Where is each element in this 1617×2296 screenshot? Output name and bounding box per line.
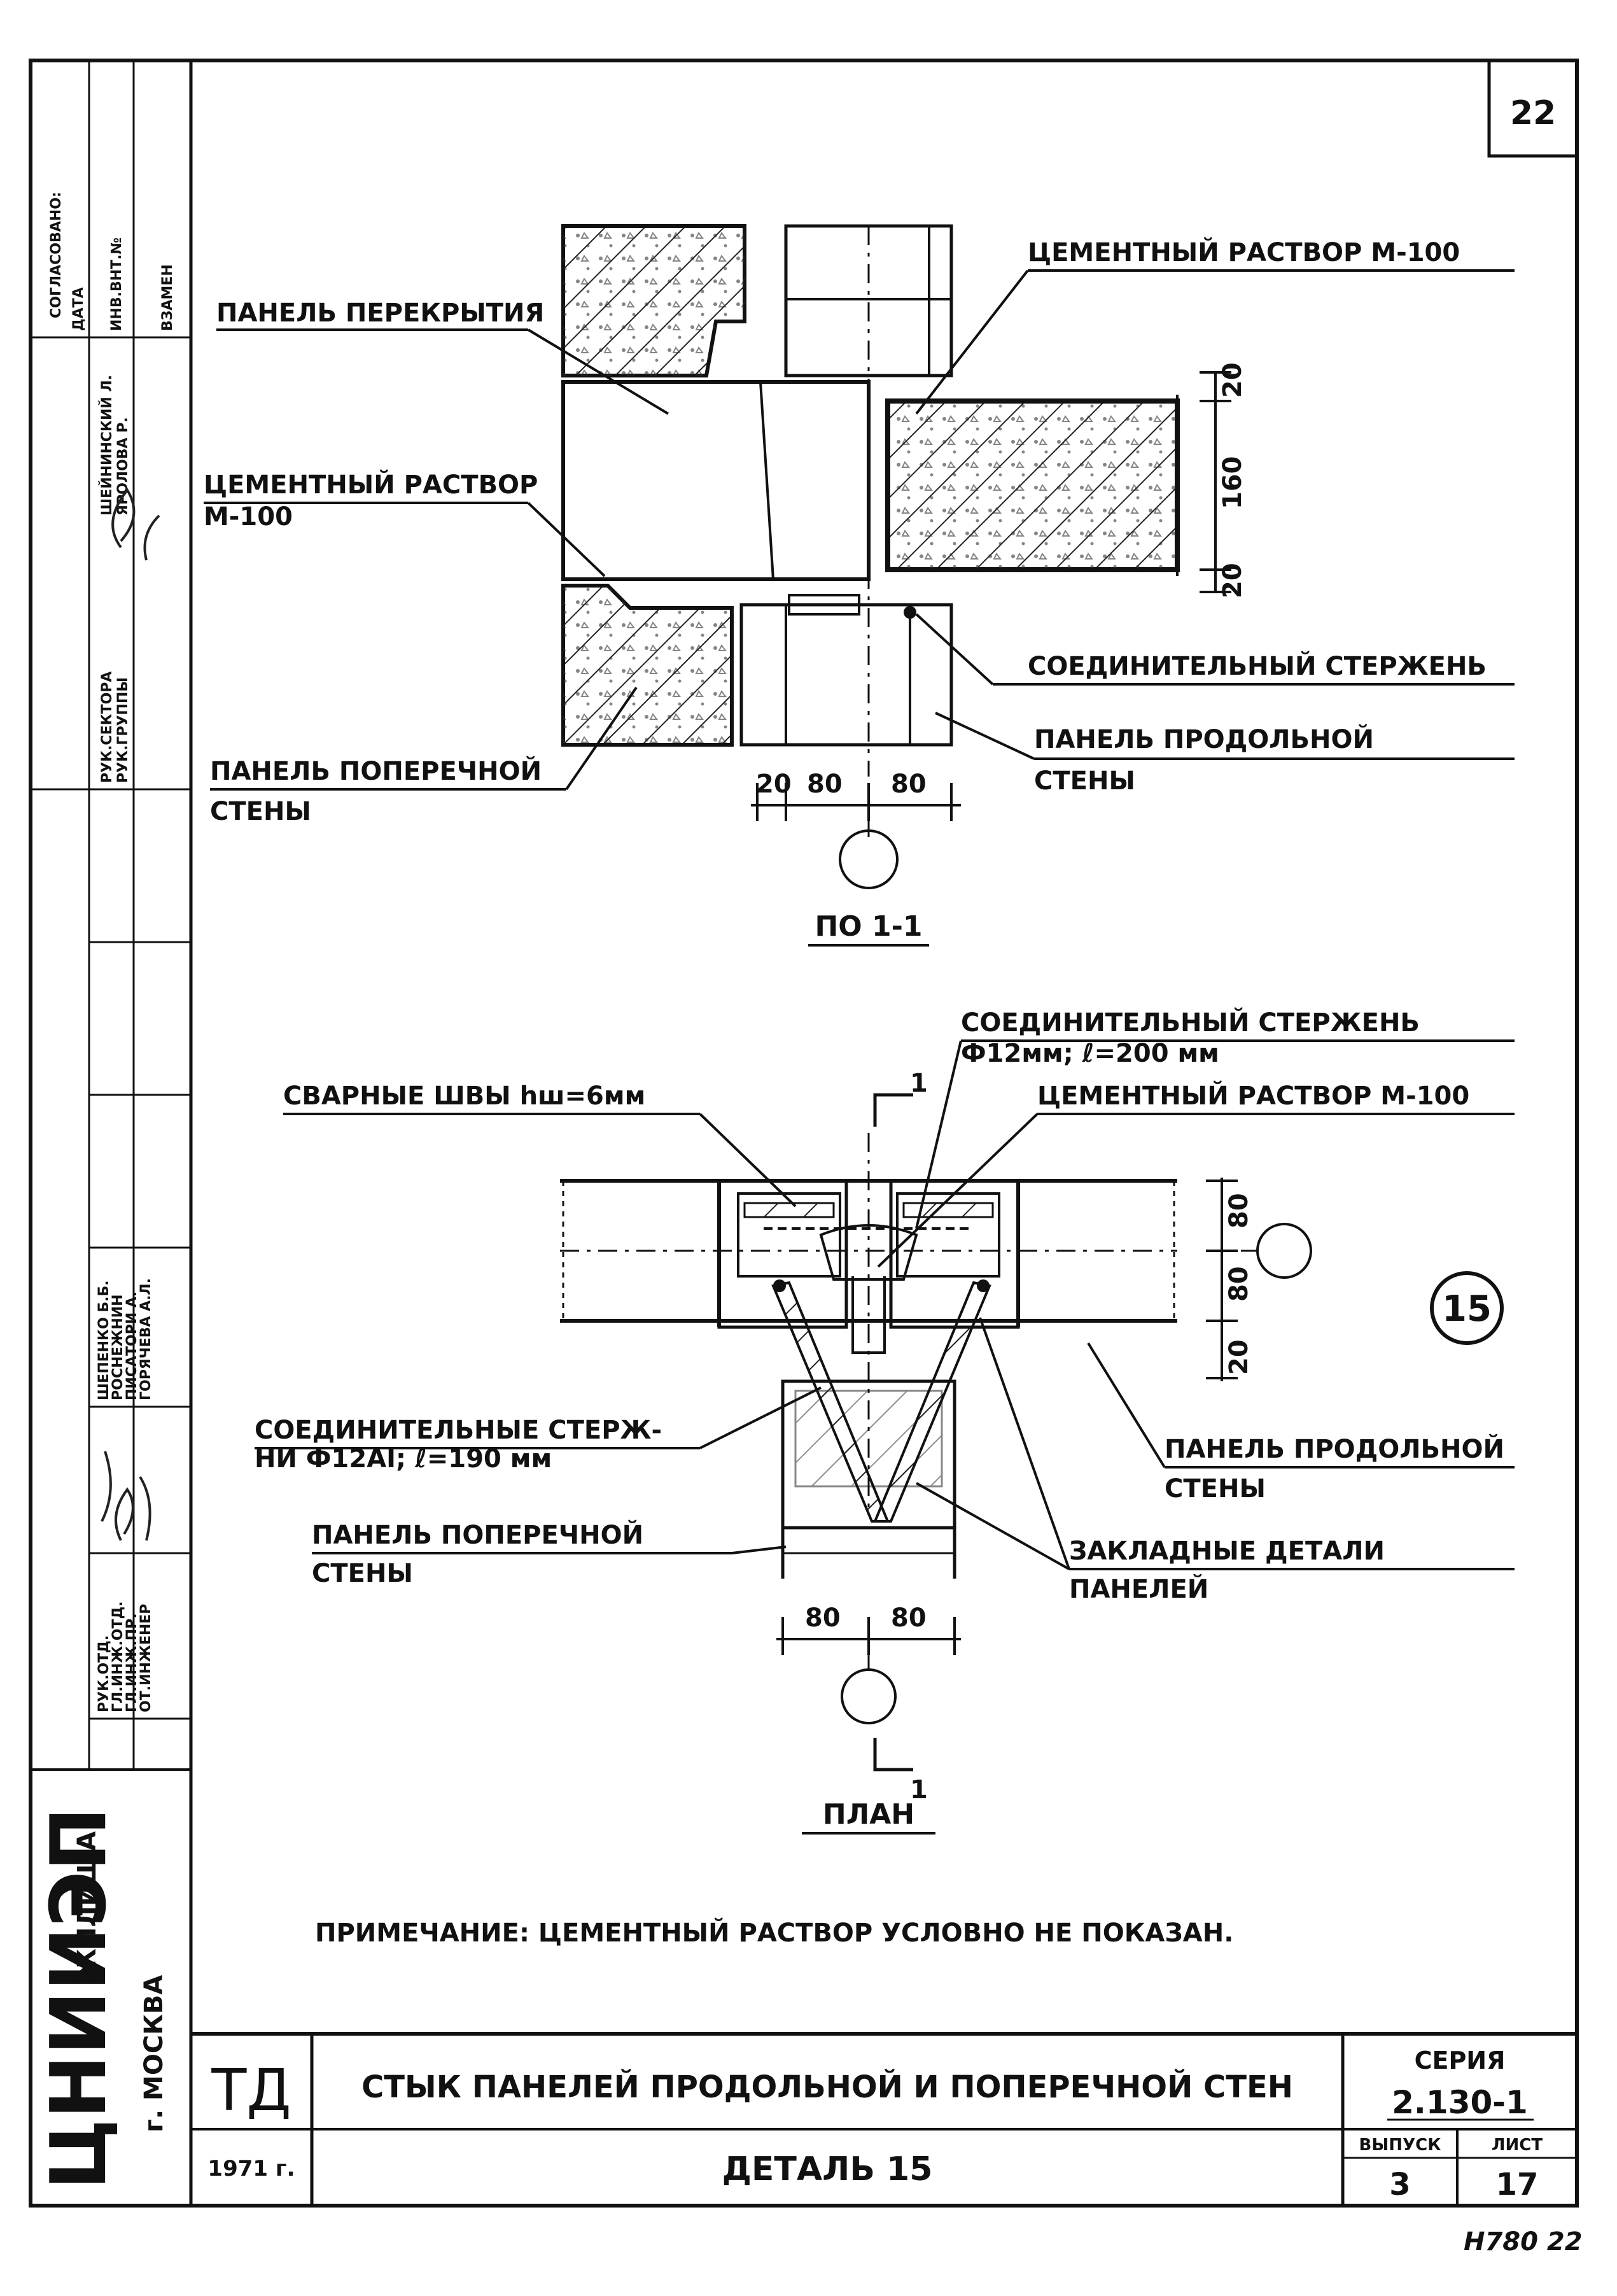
- series-label: СЕРИЯ: [1415, 2046, 1506, 2074]
- sec-vdim-3: 20: [1218, 563, 1247, 598]
- axis-bubble-section: [839, 829, 899, 889]
- section-1-1: 20 160 20 20 80 80 ПО 1-1 ЦЕМЕНТНЫЙ РАСТ…: [204, 224, 1515, 947]
- label-plan-cross-wall-1: ПАНЕЛЬ ПОПЕРЕЧНОЙ: [312, 1519, 643, 1550]
- side-stamp: СОГЛАСОВАНО: ДАТА ИНВ.ВНТ.№ ВЗАМЕН РУК.С…: [35, 192, 176, 2190]
- stamp-agreed: СОГЛАСОВАНО:: [48, 192, 64, 318]
- detail-number: 15: [1442, 1288, 1492, 1330]
- issue-label: ВЫПУСК: [1359, 2136, 1441, 2155]
- axis-bubble-plan-right: [1256, 1223, 1312, 1279]
- sec-vdim-2: 160: [1218, 456, 1247, 510]
- sec-vdim-1: 20: [1218, 362, 1247, 398]
- stamp-top-name-1: ШЕЙНИНСКИЙ Л.: [99, 375, 115, 516]
- title-sub: ДЕТАЛЬ 15: [722, 2150, 933, 2188]
- title-block: ТД 1971 г. СТЫК ПАНЕЛЕЙ ПРОДОЛЬНОЙ И ПОП…: [191, 2032, 1577, 2206]
- sheet-value: 17: [1496, 2167, 1539, 2202]
- plan-title: ПЛАН: [823, 1798, 914, 1831]
- stamp-inv: ИНВ.ВНТ.№: [109, 237, 125, 331]
- title-year: 1971 г.: [207, 2156, 295, 2181]
- stamp-top-role-2: РУК.ГРУППЫ: [115, 677, 131, 783]
- cut-marker-top: 1: [910, 1069, 928, 1098]
- plan-hdim-2: 80: [891, 1603, 927, 1633]
- label-cross-wall-2: СТЕНЫ: [210, 797, 311, 826]
- stamp-role-4: ОТ.ИНЖЕНЕР: [138, 1604, 154, 1712]
- label-plan-rod-2: Ф12мм; ℓ=200 мм: [961, 1039, 1219, 1068]
- stamp-replaced: ВЗАМЕН: [160, 264, 176, 331]
- cut-marker-bottom: 1: [910, 1775, 928, 1805]
- stamp-role-2: ГЛ.ИНЖ.ОТД.: [110, 1602, 126, 1712]
- plan-vdim-1: 80: [1224, 1193, 1254, 1229]
- label-cross-wall-1: ПАНЕЛЬ ПОПЕРЕЧНОЙ: [210, 756, 542, 786]
- label-plan-rod-1: СОЕДИНИТЕЛЬНЫЙ СТЕРЖЕНЬ: [961, 1007, 1420, 1038]
- plan-hdim-1: 80: [805, 1603, 841, 1633]
- stamp-top-name-2: ЯРОЛОВА Р.: [115, 417, 131, 516]
- plan-vdim-3: 20: [1224, 1339, 1254, 1375]
- label-plan-rods-1: СОЕДИНИТЕЛЬНЫЕ СТЕРЖ-: [255, 1416, 662, 1445]
- section-title: ПО 1-1: [815, 910, 922, 943]
- label-plan-cross-wall-2: СТЕНЫ: [312, 1559, 413, 1588]
- stamp-org-suffix: ЖИЛИЩА: [73, 1831, 102, 1980]
- title-code: ТД: [211, 2057, 291, 2124]
- drawing-note: ПРИМЕЧАНИЕ: ЦЕМЕНТНЫЙ РАСТВОР УСЛОВНО НЕ…: [315, 1917, 1233, 1948]
- label-plan-cement: ЦЕМЕНТНЫЙ РАСТВОР М-100: [1037, 1080, 1469, 1111]
- stamp-name-3: ПИСАТОРИ А.: [124, 1292, 140, 1400]
- sec-hdim-3: 80: [891, 770, 927, 799]
- sheet-label: ЛИСТ: [1492, 2136, 1543, 2155]
- label-plan-long-wall-1: ПАНЕЛЬ ПРОДОЛЬНОЙ: [1165, 1433, 1504, 1464]
- label-weld-seams: СВАРНЫЕ ШВЫ hш=6мм: [283, 1081, 645, 1111]
- detail-number-circle: [1430, 1271, 1504, 1345]
- stamp-name-2: РОСНЕЖНИН: [110, 1294, 126, 1400]
- label-cement-mortar-top: ЦЕМЕНТНЫЙ РАСТВОР М-100: [1028, 237, 1460, 267]
- label-connecting-rod: СОЕДИНИТЕЛЬНЫЙ СТЕРЖЕНЬ: [1028, 651, 1487, 681]
- outer-frame: [29, 59, 1579, 2208]
- label-cement-mortar-left-2: М-100: [204, 502, 293, 532]
- plan-view: 80 80 20 15 80 80 1 1 ПЛАН СВАРНЫЕ ШВЫ h…: [255, 1007, 1515, 1835]
- series-value: 2.130-1: [1392, 2084, 1528, 2121]
- stamp-city: г. МОСКВА: [139, 1975, 169, 2132]
- label-cement-mortar-left-1: ЦЕМЕНТНЫЙ РАСТВОР: [204, 469, 538, 500]
- label-floor-panel: ПАНЕЛЬ ПЕРЕКРЫТИЯ: [216, 299, 544, 328]
- label-long-wall-1: ПАНЕЛЬ ПРОДОЛЬНОЙ: [1034, 724, 1374, 754]
- stamp-role-1: РУК.ОТД.: [96, 1635, 112, 1712]
- label-plan-embedded-2: ПАНЕЛЕЙ: [1069, 1574, 1208, 1604]
- issue-value: 3: [1389, 2167, 1410, 2202]
- stamp-name-1: ШЕПЕНКО Б.Б.: [96, 1280, 112, 1400]
- stamp-top-role-1: РУК.СЕКТОРА: [99, 672, 115, 783]
- axis-bubble-plan-bottom: [841, 1668, 897, 1724]
- sheet-number: 22: [1510, 94, 1556, 132]
- title-main: СТЫК ПАНЕЛЕЙ ПРОДОЛЬНОЙ И ПОПЕРЕЧНОЙ СТЕ…: [361, 2069, 1293, 2105]
- stamp-date: ДАТА: [71, 287, 87, 331]
- label-long-wall-2: СТЕНЫ: [1034, 766, 1135, 796]
- inventory-mark: Н780 22: [1464, 2227, 1583, 2257]
- sec-hdim-2: 80: [807, 770, 843, 799]
- stamp-role-3: ГЛ.ИНЖ.ПР.: [124, 1613, 140, 1712]
- label-plan-long-wall-2: СТЕНЫ: [1165, 1474, 1266, 1504]
- label-plan-embedded-1: ЗАКЛАДНЫЕ ДЕТАЛИ: [1069, 1537, 1385, 1566]
- stamp-name-4: ГОРЯЧЕВА А.Л.: [138, 1278, 154, 1400]
- stamp-org: ЦНИИЭП: [35, 1807, 123, 2190]
- sec-hdim-1: 20: [756, 770, 792, 799]
- plan-vdim-2: 80: [1224, 1266, 1254, 1302]
